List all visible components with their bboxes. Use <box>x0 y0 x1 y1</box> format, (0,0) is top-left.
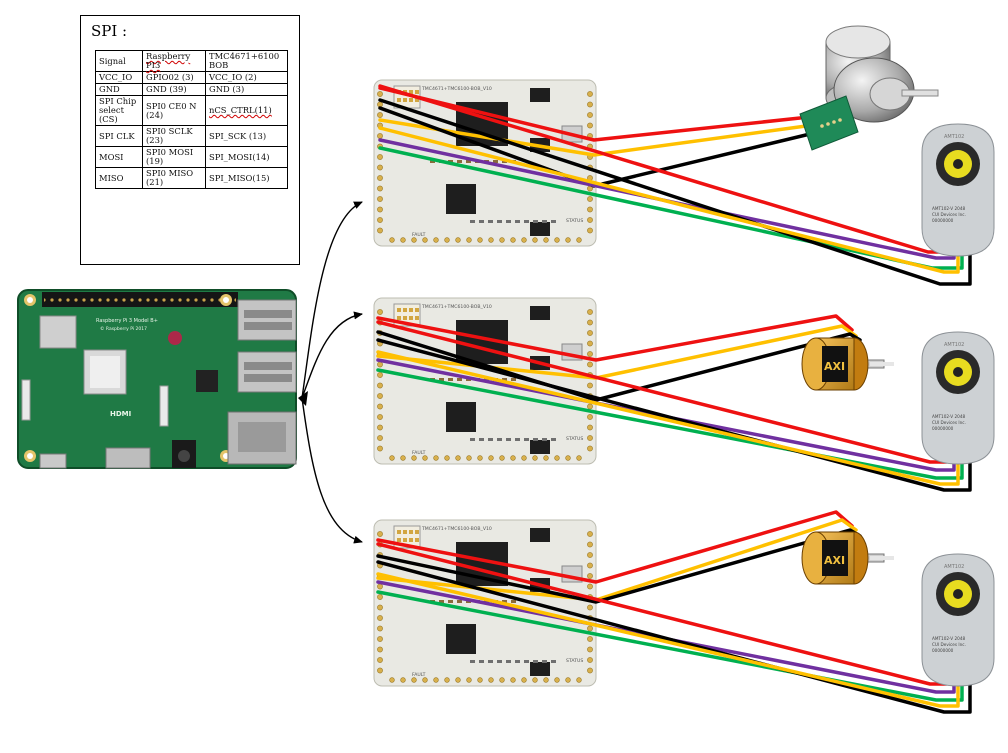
pi-model-silk: Raspberry Pi 3 Model B+ <box>96 318 158 324</box>
table-row: MISO SPI0 MISO (21) SPI_MISO(15) <box>95 167 288 189</box>
encoder-label-line: AMT102-V 2048 <box>932 636 965 641</box>
board-fault-label: FAULT <box>412 672 426 678</box>
wire-black <box>376 338 972 492</box>
arrowhead-at-pi <box>298 391 308 406</box>
spi-pinout-table: Signal Raspberry PI3 TMC4671+6100 BOB VC… <box>95 50 288 189</box>
raspberry-pi-board: Raspberry Pi 3 Model B+ © Raspberry Pi 2… <box>17 289 297 469</box>
spi-title: SPI : <box>91 22 128 40</box>
encoder-label-line: AMT102-V 2048 <box>932 206 965 211</box>
table-row: SPI Chip select (CS) SPI0 CE0 N (24) nCS… <box>95 95 288 126</box>
table-row: SPI CLK SPI0 SCLK (23) SPI_SCK (13) <box>95 125 288 147</box>
pi-copyright-silk: © Raspberry Pi 2017 <box>100 325 147 332</box>
wire-black <box>376 560 972 714</box>
stepper-motor <box>799 25 939 151</box>
wire-red <box>378 86 802 142</box>
spi-bus-arrows <box>301 201 363 544</box>
table-cell: SPI0 CE0 N (24) <box>142 95 206 126</box>
arrow-to-board-2 <box>301 311 363 399</box>
bldc-motor: AXI <box>801 337 894 391</box>
arrow-to-board-1 <box>301 201 363 399</box>
encoder-label-line: AMT102-V 2048 <box>932 414 965 419</box>
encoder-label-line: 00000000 <box>932 648 954 653</box>
pi-hdmi-silk: HDMI <box>110 410 131 418</box>
table-cell: SPI_MISO(15) <box>205 167 288 189</box>
encoder-label-line: 00000000 <box>932 426 954 431</box>
wire-yellow <box>376 518 858 602</box>
encoder-brand: AMT102 <box>944 134 964 140</box>
bldc-label: AXI <box>824 554 845 567</box>
table-row: GND GND (39) GND (3) <box>95 83 288 96</box>
bldc-label: AXI <box>824 360 845 373</box>
encoder-label-line: 00000000 <box>932 218 954 223</box>
wire-black <box>378 98 972 286</box>
encoder-label-line: CUI Devices Inc. <box>932 212 966 217</box>
encoder-brand: AMT102 <box>944 564 964 570</box>
wire-red <box>376 314 854 362</box>
spi-pinout-panel: SPI : Signal Raspberry PI3 TMC4671+6100 … <box>80 15 300 265</box>
board-fault-label: FAULT <box>412 232 426 238</box>
board-fault-label: FAULT <box>412 450 426 456</box>
arrow-to-board-3 <box>301 397 363 544</box>
table-row: MOSI SPI0 MOSI (19) SPI_MOSI(14) <box>95 146 288 168</box>
encoder-brand: AMT102 <box>944 342 964 348</box>
board-status-label: STATUS <box>566 658 583 664</box>
encoder-label-line: CUI Devices Inc. <box>932 642 966 647</box>
board-status-label: STATUS <box>566 436 583 442</box>
table-cell: SPI0 MISO (21) <box>142 167 206 189</box>
board-silk-label: TMC4671+TMC6100-BOB_V10 <box>421 86 492 92</box>
wire-yellow <box>378 118 808 157</box>
board-status-label: STATUS <box>566 218 583 224</box>
wire-black <box>376 330 862 402</box>
wire-red <box>376 510 854 584</box>
bldc-motor: AXI <box>801 531 894 585</box>
table-cell: SPI Chip select (CS) <box>95 95 143 126</box>
board-silk-label: TMC4671+TMC6100-BOB_V10 <box>421 526 492 532</box>
board-silk-label: TMC4671+TMC6100-BOB_V10 <box>421 304 492 310</box>
encoder-label-line: CUI Devices Inc. <box>932 420 966 425</box>
